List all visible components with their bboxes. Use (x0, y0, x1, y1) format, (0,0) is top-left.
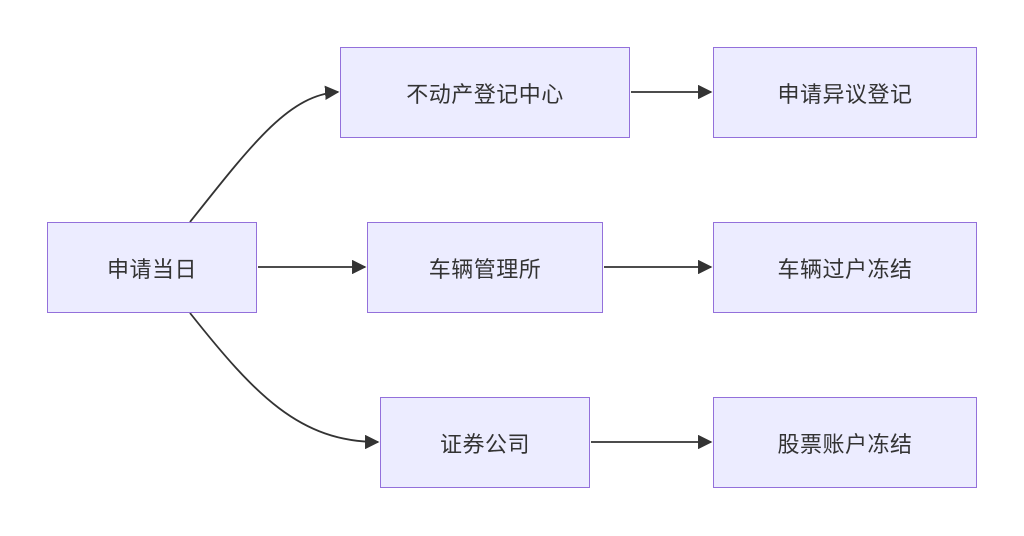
node-objection-registration: 申请异议登记 (713, 47, 977, 138)
edge-apply-to-estate (189, 85, 340, 223)
node-apply-day: 申请当日 (47, 222, 257, 313)
node-stock-account-freeze: 股票账户冻结 (713, 397, 977, 488)
edge-apply-to-securities (189, 312, 380, 450)
node-real-estate-center: 不动产登记中心 (340, 47, 630, 138)
node-vehicle-office: 车辆管理所 (367, 222, 603, 313)
node-securities-company: 证券公司 (380, 397, 590, 488)
node-vehicle-transfer-freeze: 车辆过户冻结 (713, 222, 977, 313)
